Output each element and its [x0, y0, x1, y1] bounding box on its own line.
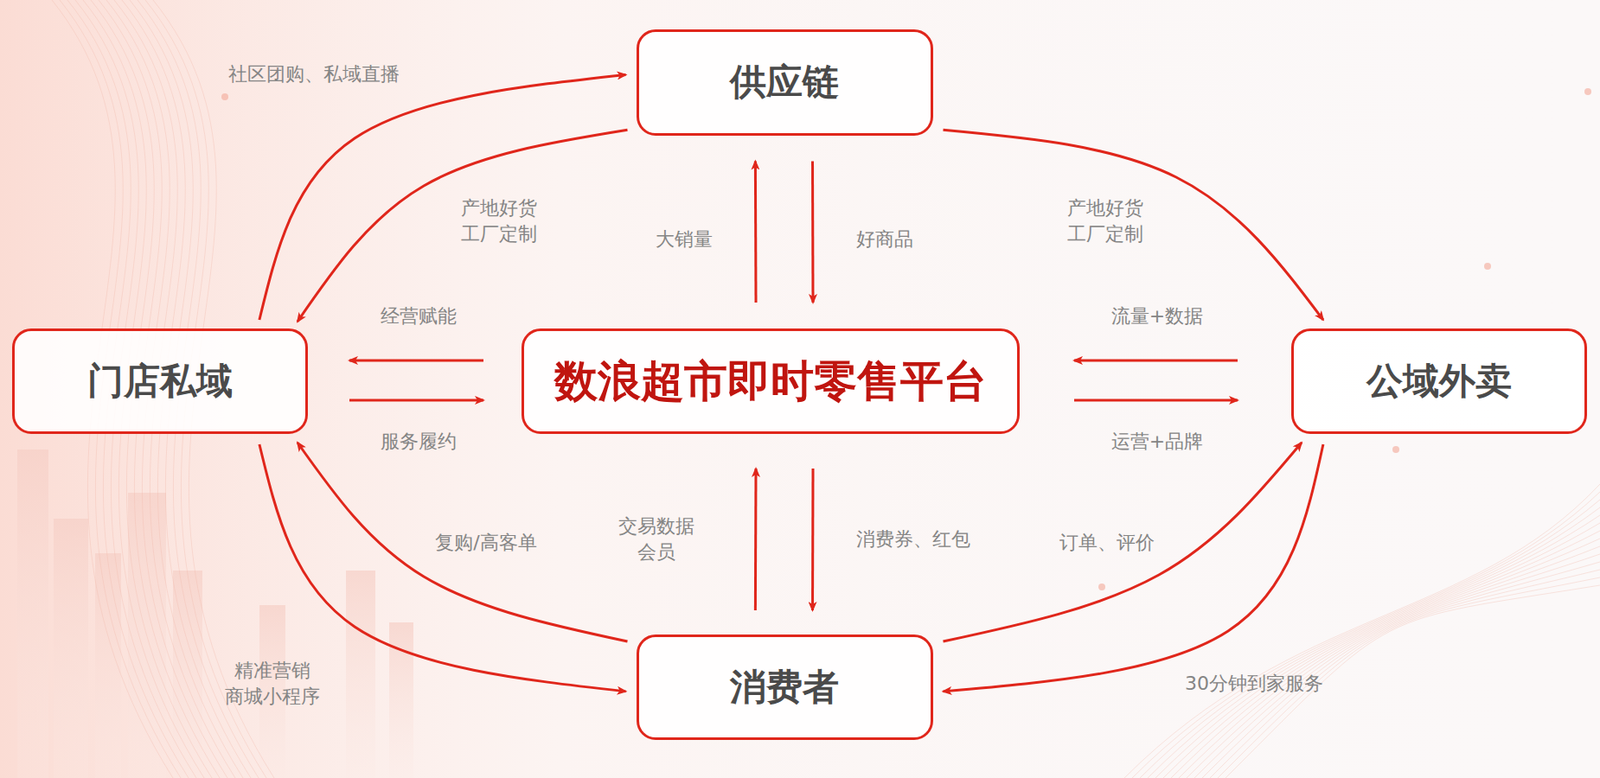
edge-label: 好商品 [856, 226, 914, 253]
flow-arrow [297, 442, 628, 642]
flow-arrow [943, 129, 1324, 320]
flow-arrow [349, 358, 484, 362]
edge-label: 30分钟到家服务 [1184, 671, 1324, 698]
process-box: 公域外卖 [1291, 328, 1588, 435]
wave-line [1186, 546, 1600, 778]
flow-arrow [943, 444, 1324, 692]
decor-dot [1392, 446, 1400, 454]
process-box: 供应链 [636, 29, 934, 136]
building [53, 518, 89, 778]
flow-arrow [1074, 398, 1238, 402]
node-label: 门店私域 [87, 359, 233, 404]
wave-line [1202, 562, 1600, 778]
edge-label: 运营+品牌 [1111, 428, 1204, 455]
flow-arrow [349, 398, 484, 402]
wave-line [1171, 531, 1600, 778]
edge-label: 消费券、红包 [856, 526, 971, 553]
node-label: 公域外卖 [1366, 359, 1512, 404]
flow-arrow [1074, 358, 1238, 362]
flow-arrow [259, 74, 627, 320]
flow-arrow [943, 442, 1302, 642]
flow-arrow [754, 161, 758, 304]
wave-line [1124, 484, 1600, 778]
edge-label: 交易数据 会员 [612, 513, 700, 565]
decor-dots [221, 88, 1592, 591]
building [95, 553, 122, 778]
flow-arrow [811, 161, 815, 304]
decor-dot [1484, 262, 1492, 270]
node-label: 数浪超市即时零售平台 [554, 355, 987, 408]
building [345, 570, 376, 778]
flow-arrow [297, 129, 628, 322]
process-box: 门店私域 [12, 328, 308, 435]
edge-label: 产地好货 工厂定制 [454, 195, 543, 247]
building [17, 449, 49, 778]
edge-label: 大销量 [655, 226, 713, 253]
wave-line [1132, 492, 1600, 778]
decor-dot [1584, 88, 1592, 96]
process-box: 消费者 [636, 634, 934, 741]
wave-line [1178, 538, 1600, 778]
edge-label: 经营赋能 [380, 303, 457, 330]
flow-arrow [754, 468, 758, 611]
decor-dot [1098, 583, 1106, 591]
edge-label: 复购/高客单 [435, 530, 537, 557]
edge-label: 精准营销 商城小程序 [222, 658, 324, 710]
flow-arrow [259, 444, 627, 692]
wave-line [1155, 515, 1600, 778]
edge-label: 产地好货 工厂定制 [1061, 195, 1149, 247]
edge-label: 社区团购、私域直播 [228, 61, 400, 88]
decor-dot [221, 93, 229, 101]
platform-box: 数浪超市即时零售平台 [521, 328, 1020, 435]
wave-line [1147, 507, 1600, 778]
edge-label: 订单、评价 [1059, 530, 1155, 557]
wave-line [1194, 554, 1600, 778]
edge-label: 流量+数据 [1111, 303, 1204, 330]
edge-label: 服务履约 [380, 428, 457, 455]
node-label: 供应链 [729, 60, 839, 104]
flow-arrow [811, 468, 815, 611]
node-label: 消费者 [729, 665, 839, 710]
wave-line [1163, 523, 1600, 778]
